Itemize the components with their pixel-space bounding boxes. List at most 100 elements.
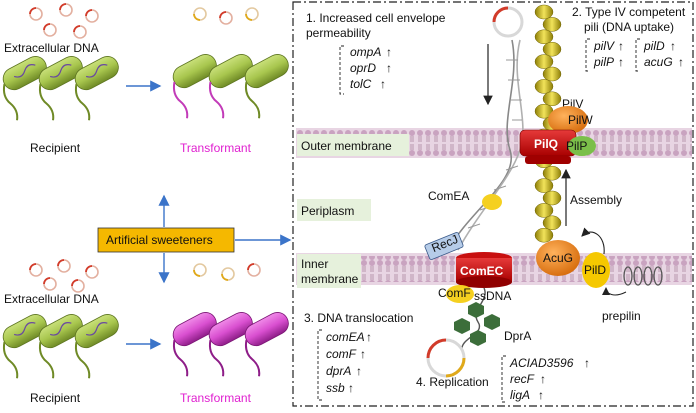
top-recipient-cells: [2, 56, 119, 121]
section4-title: 4. Replication: [416, 375, 489, 389]
section2-up-right-1: ↑: [678, 55, 684, 69]
section2-up-left-1: ↑: [618, 55, 624, 69]
pilw-protein: [548, 106, 588, 134]
pilin-subunit: [542, 91, 562, 107]
section3-up-0: ↑: [366, 330, 372, 344]
section2-bracket-right: [635, 38, 640, 72]
periplasm-label: Periplasm: [301, 204, 354, 218]
pilin-subunit: [534, 79, 554, 94]
section3-title: 3. DNA translocation: [304, 311, 413, 325]
section4-gene-2: ligA: [510, 388, 530, 402]
pilin-subunit: [534, 227, 554, 243]
pilp-protein: [568, 136, 596, 156]
dpra-proteins: [454, 302, 500, 346]
section3-up-3: ↑: [348, 381, 354, 395]
pilin-subunit: [542, 41, 562, 57]
outer-membrane-box: [297, 134, 409, 156]
bottom-recipient-label: Recipient: [30, 391, 81, 405]
section4-up-2: ↑: [538, 388, 544, 402]
pilin-subunit: [534, 54, 554, 69]
acug-label: AcuG: [543, 251, 573, 265]
section1-up-0: ↑: [386, 45, 392, 59]
comea-protein: [482, 194, 502, 210]
section4-up-0: ↑: [584, 356, 590, 370]
section1-gene-1: oprD: [350, 61, 376, 75]
pild-label: PilD: [584, 263, 606, 277]
section4-gene-0: ACIAD3596: [509, 356, 574, 370]
bottom-transformant-cells: [172, 312, 289, 377]
pilin-subunit: [542, 17, 562, 32]
section4-bracket: [501, 355, 506, 403]
prepilin-arrow: [602, 287, 627, 296]
pilin-subunit: [534, 4, 554, 20]
section1-gene-2: tolC: [350, 77, 372, 91]
bottom-recipient-cells: [2, 314, 119, 379]
inner-membrane-label-2: membrane: [301, 272, 359, 286]
inner-membrane-box: [297, 254, 361, 288]
section2-gene-left-0: pilV: [593, 39, 615, 53]
mechanism-panel-border: [292, 1, 694, 407]
pild-protein: [582, 252, 610, 288]
pilq-label: PilQ: [534, 137, 558, 151]
comea-label: ComEA: [428, 189, 469, 203]
section2-up-right-0: ↑: [670, 39, 676, 53]
comec-protein: [456, 252, 512, 288]
sweeteners-label: Artificial sweeteners: [106, 233, 213, 247]
pilin-subunit: [534, 203, 554, 218]
bottom-extracellular-dna: [29, 259, 99, 293]
section3-bracket: [317, 329, 322, 401]
section2-gene-right-0: pilD: [643, 39, 665, 53]
top-transformant-label: Transformant: [180, 141, 252, 155]
pilin-subunit: [542, 190, 562, 206]
outer-membrane-label: Outer membrane: [301, 139, 392, 153]
section1-title-2: permeability: [306, 26, 371, 40]
inner-membrane-label-1: Inner: [301, 257, 328, 271]
pild-to-acug-arrow: [581, 227, 605, 255]
comf-label: ComF: [438, 286, 471, 300]
section2-title-2: pili (DNA uptake): [584, 20, 674, 34]
section1-gene-0: ompA: [350, 45, 381, 59]
ssdna-strand: [461, 287, 486, 351]
pilin-subunit: [542, 66, 562, 82]
prepilin-coils: [623, 266, 663, 286]
pilp-label: PilP: [566, 139, 587, 153]
top-transformant-cells: [172, 54, 289, 119]
comf-protein: [446, 285, 474, 303]
section3-gene-0: comEA: [326, 330, 365, 344]
section1-up-1: ↑: [386, 61, 392, 75]
ssdna-label: ssDNA: [474, 289, 511, 303]
section2-up-left-0: ↑: [618, 39, 624, 53]
replication-plasmid: [426, 338, 466, 378]
recj-protein: [424, 232, 464, 260]
top-extracellular-dna: [29, 3, 99, 39]
bottom-transformant-label: Transformant: [180, 391, 252, 405]
section2-title-1: 2. Type IV competent: [572, 5, 686, 19]
section1-up-2: ↑: [380, 77, 386, 91]
assembly-label: Assembly: [570, 193, 622, 207]
section1-bracket: [339, 45, 344, 95]
top-extracellular-label: Extracellular DNA: [4, 41, 99, 55]
pilin-subunit: [534, 178, 554, 193]
pilin-subunit: [542, 215, 562, 231]
prepilin-label: prepilin: [602, 309, 641, 323]
section4-up-1: ↑: [540, 372, 546, 386]
section3-up-1: ↑: [360, 347, 366, 361]
section3-gene-3: ssb: [326, 381, 345, 395]
section2-gene-right-1: acuG: [644, 55, 673, 69]
top-recipient-label: Recipient: [30, 141, 81, 155]
pilw-label: PilW: [568, 113, 593, 127]
pilq-protein: [519, 129, 577, 164]
sweeteners-box: [97, 227, 235, 253]
top-transformant-dna: [193, 7, 259, 25]
comec-label: ComEC: [460, 264, 504, 278]
section3-gene-1: comF: [326, 347, 357, 361]
pilin-subunit: [534, 29, 554, 45]
section1-title-1: 1. Increased cell envelope: [306, 11, 446, 25]
incoming-dna-plasmid: [492, 6, 524, 38]
pilin-subunit: [542, 165, 562, 181]
bottom-extracellular-label: Extracellular DNA: [4, 292, 99, 306]
section4-gene-1: recF: [510, 372, 535, 386]
section3-gene-2: dprA: [326, 364, 351, 378]
dpra-label: DprA: [504, 329, 531, 343]
section3-up-2: ↑: [356, 364, 362, 378]
